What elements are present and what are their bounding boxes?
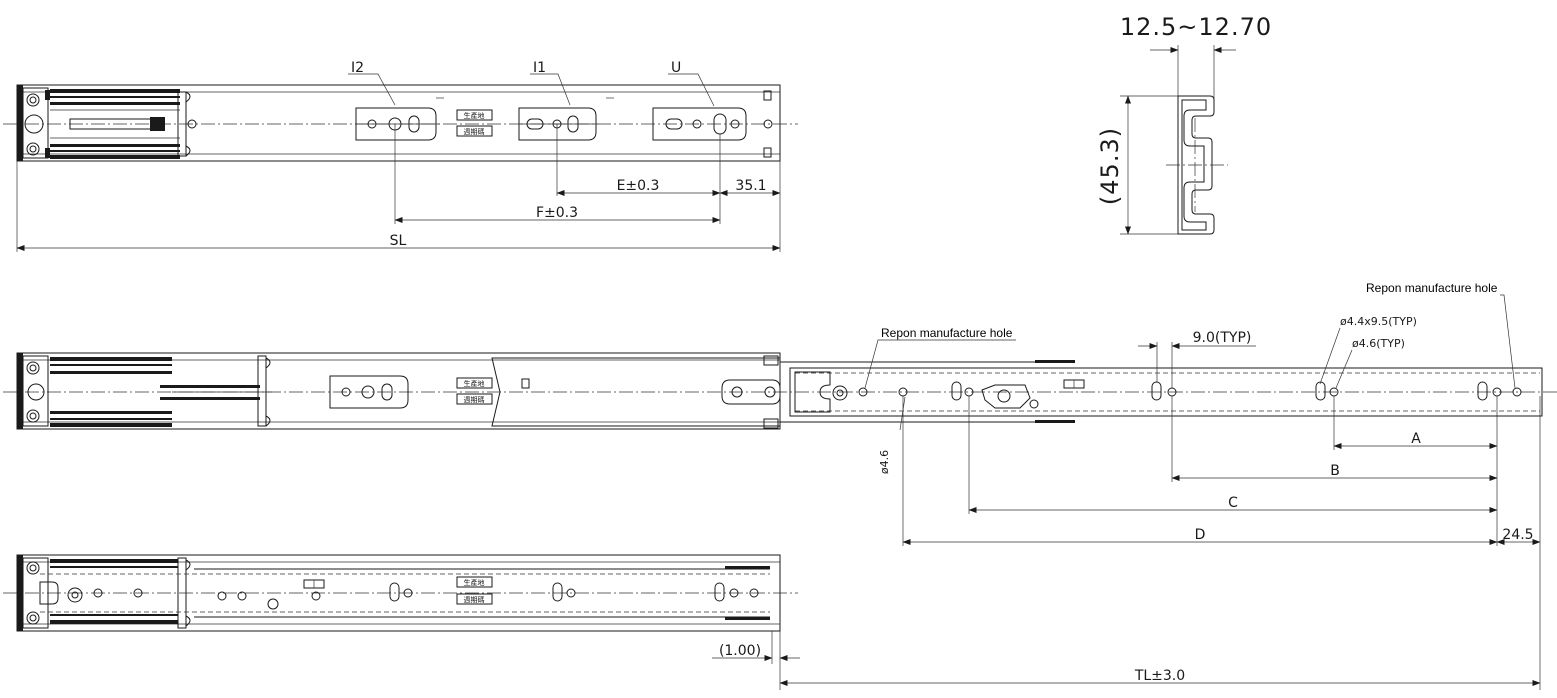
dim-width: 12.5~12.70 <box>1120 13 1272 41</box>
dim-hole: ø4.6(TYP) <box>1352 337 1405 350</box>
dim-gap: (1.00) <box>719 643 761 659</box>
ball-cage <box>50 89 197 159</box>
dim-e: E±0.3 <box>617 178 660 194</box>
svg-text:週期碼: 週期碼 <box>464 595 485 604</box>
top-view: 生產地 週期碼 I2 I1 U E±0.3 35.1 F±0.3 SL <box>3 60 798 252</box>
bottom-view: 生產地 週期碼 (1.00) TL±3.0 <box>3 554 1541 690</box>
svg-text:生產地: 生產地 <box>464 379 485 388</box>
hole-pattern-i1 <box>518 107 598 141</box>
label-i1: I1 <box>533 60 546 76</box>
dim-a: A <box>1411 431 1421 447</box>
dim-tl: TL±3.0 <box>1134 668 1185 684</box>
dim-hole-side: ø4.6 <box>878 450 891 474</box>
dim-c: C <box>1228 495 1238 511</box>
svg-text:週期碼: 週期碼 <box>464 395 485 404</box>
note-repon-hole-2: Repon manufacture hole <box>1366 281 1498 295</box>
dim-slot: ø4.4x9.5(TYP) <box>1340 315 1417 328</box>
note-repon-hole-1: Repon manufacture hole <box>881 326 1013 340</box>
dim-f: F±0.3 <box>536 205 578 221</box>
front-end-cap <box>17 85 50 161</box>
dim-height: (45.3) <box>1096 127 1124 205</box>
dim-sl: SL <box>390 233 407 249</box>
dim-24-5: 24.5 <box>1502 527 1533 543</box>
label-u: U <box>671 60 681 76</box>
dim-b: B <box>1330 463 1340 479</box>
hole-pattern-i2 <box>355 107 440 141</box>
section-view: 12.5~12.70 (45.3) <box>1096 13 1272 235</box>
svg-text:生產地: 生產地 <box>464 578 485 587</box>
extended-view: 生產地 週期碼 <box>3 281 1557 690</box>
label-i2: I2 <box>351 60 364 76</box>
svg-text:生產地: 生產地 <box>464 111 485 120</box>
dim-d: D <box>1195 527 1206 543</box>
svg-text:週期碼: 週期碼 <box>464 127 485 136</box>
dim-pitch: 9.0(TYP) <box>1193 330 1252 346</box>
dim-35: 35.1 <box>735 178 766 194</box>
origin-tag: 生產地 週期碼 <box>456 109 493 137</box>
